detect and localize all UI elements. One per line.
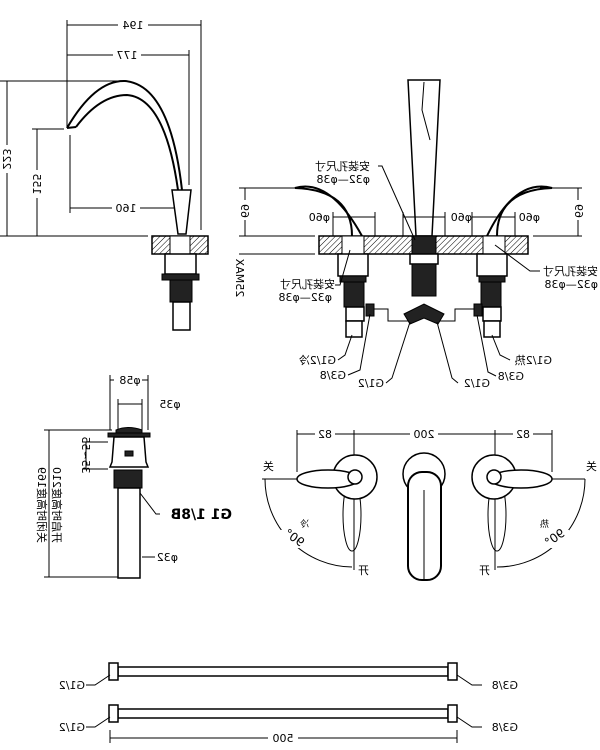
dim-phi60-left: φ60 <box>309 211 330 224</box>
mount-hole-size-left: φ32—φ38 <box>278 291 332 304</box>
dim-phi35: φ35 <box>159 398 180 411</box>
hoses: G1/2 G3/8 G1/2 G3/8 500 <box>59 662 518 745</box>
front-view: 安装孔尺寸 φ32—φ38 安装孔尺寸 φ32—φ38 安装孔尺寸 φ32—φ3… <box>233 79 598 390</box>
side-dimension-lines <box>0 20 202 237</box>
hose1-end-a: G1/2 <box>59 679 85 692</box>
dim-177: 177 <box>117 49 138 62</box>
dim-82-right: 82 <box>516 428 530 441</box>
dim-69-left: 69 <box>238 204 251 218</box>
hose-1 <box>108 662 458 681</box>
dim-phi58: φ58 <box>119 374 140 387</box>
dim-194: 194 <box>123 19 144 32</box>
hot-label: 热 <box>540 518 549 530</box>
mount-hole-label-center: 安装孔尺寸 <box>315 159 370 173</box>
center-valve <box>403 253 445 325</box>
dim-phi32: φ32 <box>157 551 178 564</box>
dim-160: 160 <box>116 202 137 215</box>
mount-hole-label-left: 安装孔尺寸 <box>280 277 335 291</box>
dim-223: 223 <box>0 149 13 170</box>
dim-35-55: 35~55 <box>79 436 92 473</box>
dim-phi60-center: φ60 <box>451 211 472 224</box>
drain-thread <box>113 469 143 489</box>
hose2-end-a: G1/2 <box>59 721 85 734</box>
front-leaders <box>239 165 582 384</box>
open-label-left: 开 <box>358 564 369 577</box>
center-right-label: G1/2 <box>464 377 490 390</box>
dim-155: 155 <box>30 174 43 195</box>
right-valve <box>473 253 508 338</box>
side-thread <box>169 279 193 303</box>
mount-hole-size-right: φ32—φ38 <box>544 278 598 291</box>
hot-inlet-label: G1/2热 <box>515 354 552 367</box>
left-valve <box>337 253 375 338</box>
cold-label: 冷 <box>300 518 309 530</box>
left-outlet-label: G3/8 <box>320 369 346 382</box>
center-left-label: G1/2 <box>358 377 384 390</box>
top-view: 82 200 82 关 关 开 开 冷 热 90° 90° <box>262 427 597 581</box>
mount-hole-label-right: 安装孔尺寸 <box>543 264 598 278</box>
closed-label-left: 关 <box>263 459 274 473</box>
cold-inlet-label: G1/2冷 <box>299 354 336 367</box>
closed-label-right: 关 <box>586 459 597 473</box>
pop-up-drain: φ58 φ35 35~55 G1 1/8B φ32 开启时高度210 关闭时高度… <box>35 374 232 579</box>
spout-outline <box>66 79 183 191</box>
dim-phi60-right: φ60 <box>519 211 540 224</box>
dim-500: 500 <box>273 732 294 745</box>
dim-200: 200 <box>414 428 435 441</box>
drain-pipe <box>117 487 141 579</box>
drain-thread-label: G1 1/8B <box>171 507 232 523</box>
mount-hole-size-center: φ32—φ38 <box>316 173 370 186</box>
open-label-right: 开 <box>479 564 490 577</box>
spout-body <box>171 189 192 235</box>
front-spout <box>407 79 441 237</box>
dim-82-left: 82 <box>318 428 332 441</box>
side-view: 194 177 160 223 155 <box>0 18 209 331</box>
height-closed-label: 关闭时高度169 <box>35 467 49 543</box>
right-outlet-label: G3/8 <box>498 370 524 383</box>
dim-69-right: 69 <box>572 204 585 218</box>
hose-2 <box>108 704 458 723</box>
dim-25max: 25MAX <box>233 258 246 297</box>
hose1-end-b: G3/8 <box>492 679 518 692</box>
height-open-label: 开启时高度210 <box>50 467 64 543</box>
hose2-end-b: G3/8 <box>492 721 518 734</box>
